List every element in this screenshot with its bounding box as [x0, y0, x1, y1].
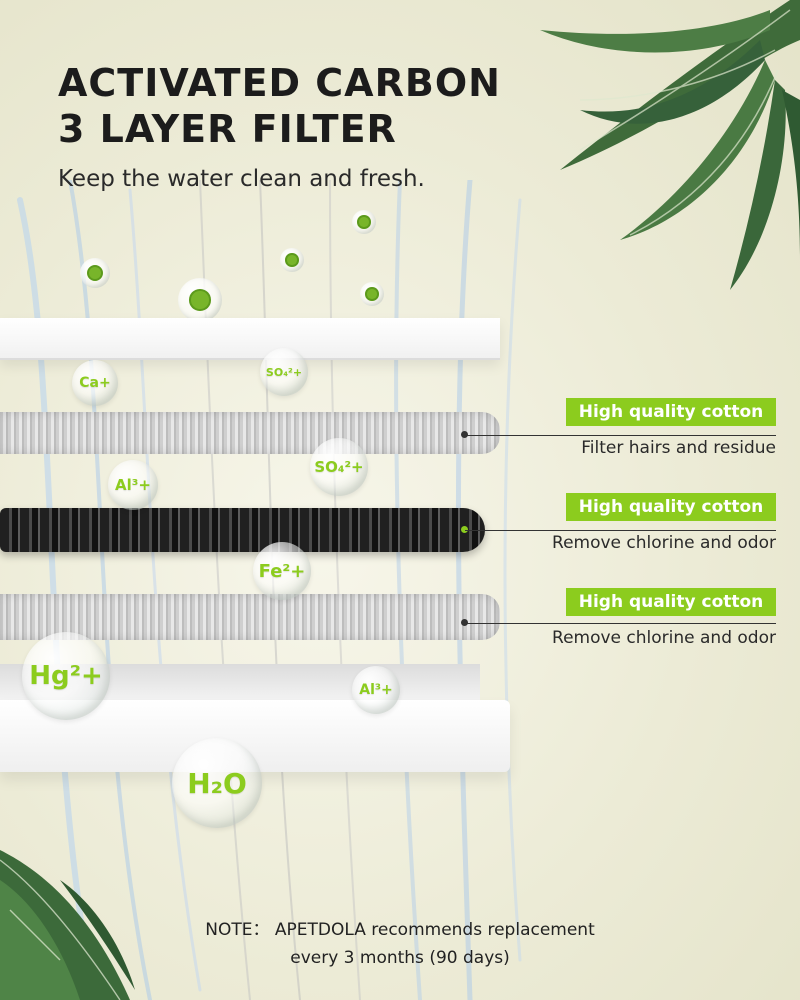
callout-tag: High quality cotton	[566, 588, 776, 616]
callout-tag: High quality cotton	[566, 398, 776, 426]
note-line-2: every 3 months (90 days)	[290, 948, 510, 968]
title-line-1: ACTIVATED CARBON	[58, 61, 501, 105]
virus-bubble-icon	[178, 278, 222, 322]
virus-bubble-icon	[280, 248, 304, 272]
ion-bubble-so4-top: SO₄²+	[260, 348, 308, 396]
activated-carbon-layer	[0, 508, 485, 552]
callout-desc: Remove chlorine and odor	[552, 628, 776, 648]
callout-desc: Filter hairs and residue	[581, 438, 776, 458]
page-title: ACTIVATED CARBON 3 LAYER FILTER	[44, 60, 501, 152]
leader-line-1	[465, 435, 776, 436]
filter-top-frame	[0, 318, 500, 360]
callout-desc: Remove chlorine and odor	[552, 533, 776, 553]
callout-layer-2: High quality cotton Remove chlorine and …	[506, 493, 776, 553]
leader-line-2	[465, 530, 776, 531]
cotton-layer-bottom	[0, 594, 500, 640]
leader-dot-1	[461, 431, 468, 438]
ion-bubble-so4-mid: SO₄²+	[310, 438, 368, 496]
monstera-leaf-icon	[540, 0, 800, 290]
callout-tag: High quality cotton	[566, 493, 776, 521]
leader-dot-3	[461, 619, 468, 626]
cotton-layer-top	[0, 412, 500, 454]
callout-layer-3: High quality cotton Remove chlorine and …	[506, 588, 776, 648]
virus-bubble-icon	[360, 282, 384, 306]
ion-bubble-fe: Fe²+	[253, 542, 311, 600]
ion-bubble-al-low: Al³+	[352, 666, 400, 714]
leader-dot-2	[461, 526, 468, 533]
virus-bubble-icon	[352, 210, 376, 234]
virus-bubble-icon	[80, 258, 110, 288]
water-bubble-h2o: H₂O	[172, 738, 262, 828]
ion-bubble-ca: Ca+	[72, 360, 118, 406]
monstera-leaf-icon	[0, 850, 135, 1000]
replacement-note: NOTE： APETDOLA recommends replacement ev…	[0, 916, 800, 972]
subtitle: Keep the water clean and fresh.	[58, 166, 425, 192]
note-line-1: NOTE： APETDOLA recommends replacement	[205, 920, 595, 940]
ion-bubble-al-mid: Al³+	[108, 460, 158, 510]
callout-layer-1: High quality cotton Filter hairs and res…	[506, 398, 776, 458]
title-line-2: 3 LAYER FILTER	[44, 107, 407, 151]
ion-bubble-hg: Hg²+	[22, 632, 110, 720]
leader-line-3	[465, 623, 776, 624]
